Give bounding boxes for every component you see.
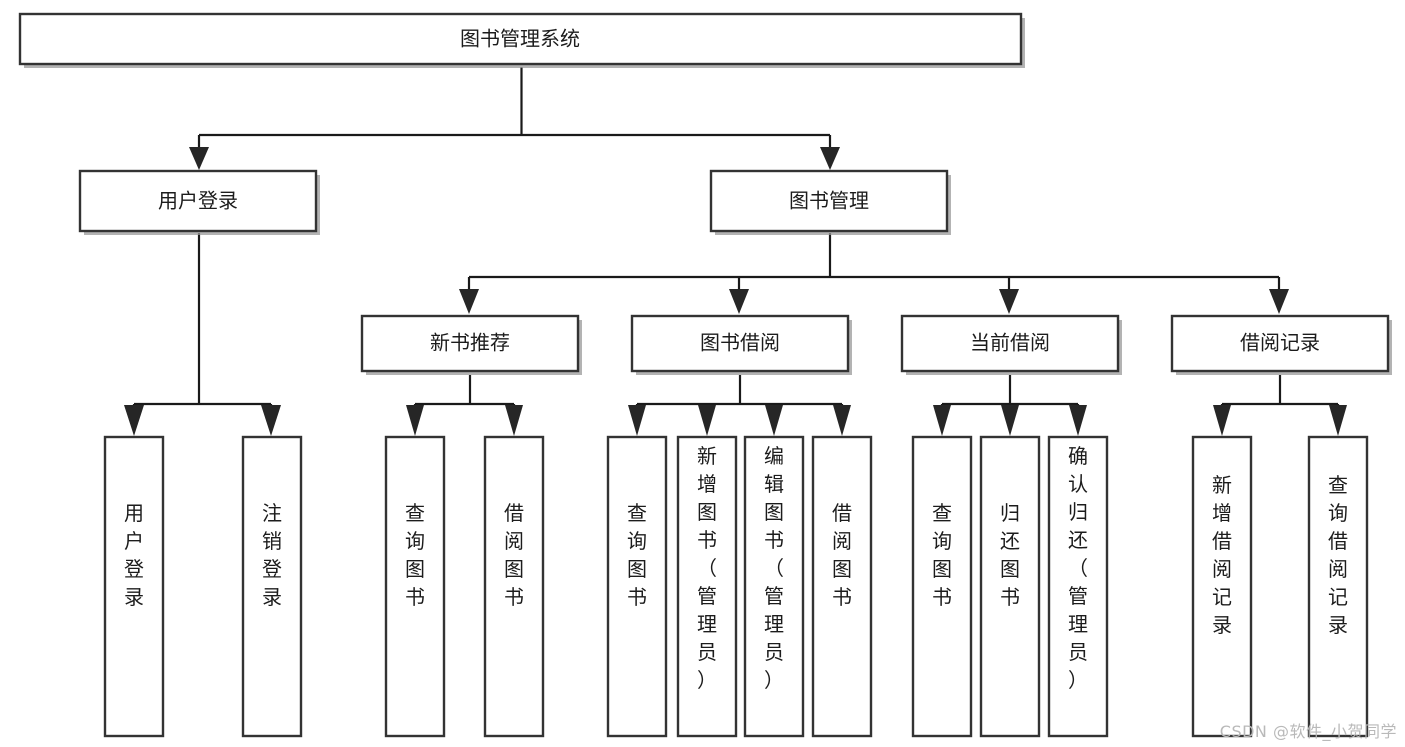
- arrowhead-icon: [1069, 405, 1087, 436]
- node-leaf-add-book-admin[interactable]: 新增图书（管理员）: [676, 435, 738, 738]
- node-label: 借阅记录: [1240, 331, 1320, 355]
- node-rect[interactable]: [709, 169, 949, 233]
- node-label: 查询图书: [627, 501, 647, 609]
- node-rect[interactable]: [900, 314, 1120, 373]
- node-leaf-user-login[interactable]: 用户登录: [103, 435, 165, 738]
- node-label: 查询图书: [932, 501, 952, 609]
- node-leaf-add-borrow-record[interactable]: 新增借阅记录: [1191, 435, 1253, 738]
- arrowhead-icon: [820, 147, 840, 170]
- node-leaf-query-book-borrow[interactable]: 查询图书: [606, 435, 668, 738]
- node-rect[interactable]: [18, 12, 1023, 66]
- node-label: 确认归还（管理员）: [1068, 444, 1088, 692]
- node-rect[interactable]: [483, 435, 545, 738]
- node-rect[interactable]: [360, 314, 580, 373]
- node-rect[interactable]: [979, 435, 1041, 738]
- node-book-management[interactable]: 图书管理: [709, 169, 951, 235]
- node-rect[interactable]: [1191, 435, 1253, 738]
- arrowhead-icon: [933, 405, 951, 436]
- node-leaf-query-book-new[interactable]: 查询图书: [384, 435, 446, 738]
- arrowhead-icon: [1329, 405, 1347, 436]
- node-rect[interactable]: [1047, 435, 1109, 738]
- node-label: 归还图书: [1000, 501, 1020, 609]
- node-leaf-edit-book-admin[interactable]: 编辑图书（管理员）: [743, 435, 805, 738]
- node-rect[interactable]: [911, 435, 973, 738]
- arrowhead-icon: [628, 405, 646, 436]
- node-rect[interactable]: [1307, 435, 1369, 738]
- node-label: 用户登录: [124, 501, 144, 609]
- node-rect[interactable]: [1170, 314, 1390, 373]
- node-label: 查询图书: [405, 501, 425, 609]
- node-leaf-confirm-return-admin[interactable]: 确认归还（管理员）: [1047, 435, 1109, 738]
- arrowhead-icon: [698, 405, 716, 436]
- node-label: 借阅图书: [504, 501, 524, 609]
- arrowhead-icon: [459, 289, 479, 314]
- node-label: 图书借阅: [700, 331, 780, 355]
- node-borrow-record[interactable]: 借阅记录: [1170, 314, 1392, 375]
- node-user-login[interactable]: 用户登录: [78, 169, 320, 235]
- node-leaf-return-book[interactable]: 归还图书: [979, 435, 1041, 738]
- node-rect[interactable]: [630, 314, 850, 373]
- node-leaf-borrow-book[interactable]: 借阅图书: [811, 435, 873, 738]
- node-leaf-query-book-current[interactable]: 查询图书: [911, 435, 973, 738]
- node-rect[interactable]: [241, 435, 303, 738]
- node-rect[interactable]: [606, 435, 668, 738]
- arrowhead-icon: [833, 405, 851, 436]
- node-rect[interactable]: [811, 435, 873, 738]
- node-current-borrow[interactable]: 当前借阅: [900, 314, 1122, 375]
- arrowhead-icon: [765, 405, 783, 436]
- arrowhead-icon: [1269, 289, 1289, 314]
- node-rect[interactable]: [103, 435, 165, 738]
- arrowhead-icon: [406, 405, 424, 436]
- node-label: 编辑图书（管理员）: [764, 444, 784, 692]
- node-label: 新增借阅记录: [1212, 473, 1232, 637]
- arrowhead-icon: [261, 405, 281, 436]
- node-label: 新书推荐: [430, 331, 510, 355]
- node-label: 查询借阅记录: [1328, 473, 1348, 637]
- node-rect[interactable]: [743, 435, 805, 738]
- node-new-book-recommend[interactable]: 新书推荐: [360, 314, 582, 375]
- node-label: 用户登录: [158, 189, 238, 213]
- node-rect[interactable]: [384, 435, 446, 738]
- node-label: 当前借阅: [970, 331, 1050, 355]
- arrowhead-group: [124, 147, 1347, 436]
- arrowhead-icon: [999, 289, 1019, 314]
- arrowhead-icon: [1213, 405, 1231, 436]
- node-label: 注销登录: [262, 501, 282, 609]
- node-root[interactable]: 图书管理系统: [18, 12, 1025, 68]
- node-rect[interactable]: [676, 435, 738, 738]
- arrowhead-icon: [189, 147, 209, 170]
- arrowhead-icon: [729, 289, 749, 314]
- node-leaf-borrow-book-new[interactable]: 借阅图书: [483, 435, 545, 738]
- node-label: 图书管理: [789, 189, 869, 213]
- node-label: 图书管理系统: [460, 27, 580, 51]
- arrowhead-icon: [505, 405, 523, 436]
- arrowhead-icon: [124, 405, 144, 436]
- node-label: 新增图书（管理员）: [697, 444, 717, 692]
- node-book-borrow[interactable]: 图书借阅: [630, 314, 852, 375]
- arrowhead-icon: [1001, 405, 1019, 436]
- node-label: 借阅图书: [832, 501, 852, 609]
- node-leaf-logout[interactable]: 注销登录: [241, 435, 303, 738]
- node-leaf-query-borrow-record[interactable]: 查询借阅记录: [1307, 435, 1369, 738]
- node-rect[interactable]: [78, 169, 318, 233]
